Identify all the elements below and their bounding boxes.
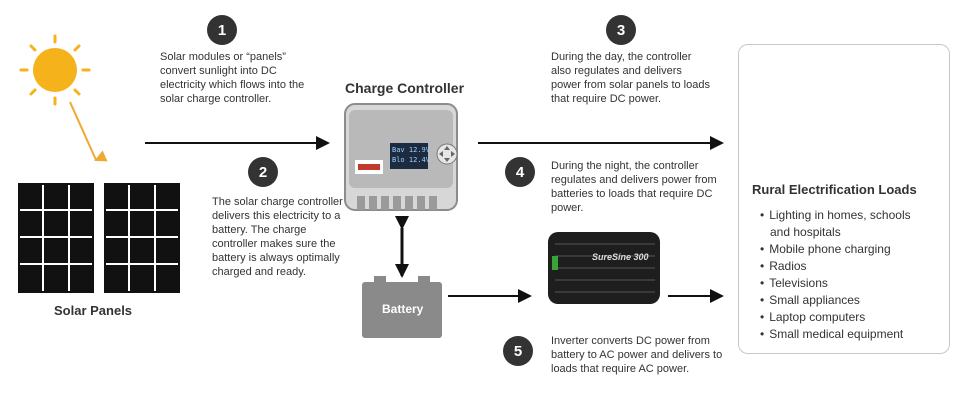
controller-display: Bav 12.9V Blo 12.4V: [392, 145, 430, 165]
load-item: Televisions: [760, 275, 911, 292]
controller-display-line1: Bav 12.9V: [392, 146, 430, 154]
solar-panels-label: Solar Panels: [54, 303, 133, 318]
solar-panel-right-icon: [104, 183, 180, 293]
step-5-badge: 5: [503, 336, 533, 366]
load-item: Laptop computers: [760, 309, 911, 326]
solar-panel-left-icon: [18, 183, 94, 293]
load-item: Small appliances: [760, 292, 911, 309]
step-3-text: During the day, the controller also regu…: [551, 51, 710, 105]
load-item-continuation: and hospitals: [770, 225, 841, 239]
load-item: Lighting in homes, schools: [760, 207, 910, 224]
step-2-text: The solar charge controller delivers thi…: [212, 196, 343, 278]
charge-controller-icon: [344, 103, 458, 211]
step-5-text: Inverter converts DC power from battery …: [551, 335, 723, 375]
step-4-badge: 4: [505, 157, 535, 187]
step-3-badge: 3: [606, 15, 636, 45]
sunlight-arrow: [69, 101, 108, 162]
step-4-text: During the night, the controller regulat…: [551, 160, 717, 214]
load-item: Mobile phone charging: [760, 241, 911, 258]
inverter-icon: [548, 232, 660, 304]
loads-list: Lighting in homes, schools and hospitals…: [760, 207, 911, 343]
inverter-brand-label: SureSine 300: [592, 252, 649, 262]
step-1-badge: 1: [207, 15, 237, 45]
battery-label: Battery: [382, 302, 424, 316]
controller-display-line2: Blo 12.4V: [392, 156, 430, 164]
step-2-badge: 2: [248, 157, 278, 187]
load-item: Small medical equipment: [760, 326, 911, 343]
sun-icon: [19, 34, 91, 106]
load-item: Radios: [760, 258, 911, 275]
step-1-text: Solar modules or “panels” convert sunlig…: [160, 51, 305, 105]
loads-title: Rural Electrification Loads: [752, 182, 917, 197]
charge-controller-label: Charge Controller: [345, 80, 465, 96]
battery-icon: [362, 276, 442, 338]
